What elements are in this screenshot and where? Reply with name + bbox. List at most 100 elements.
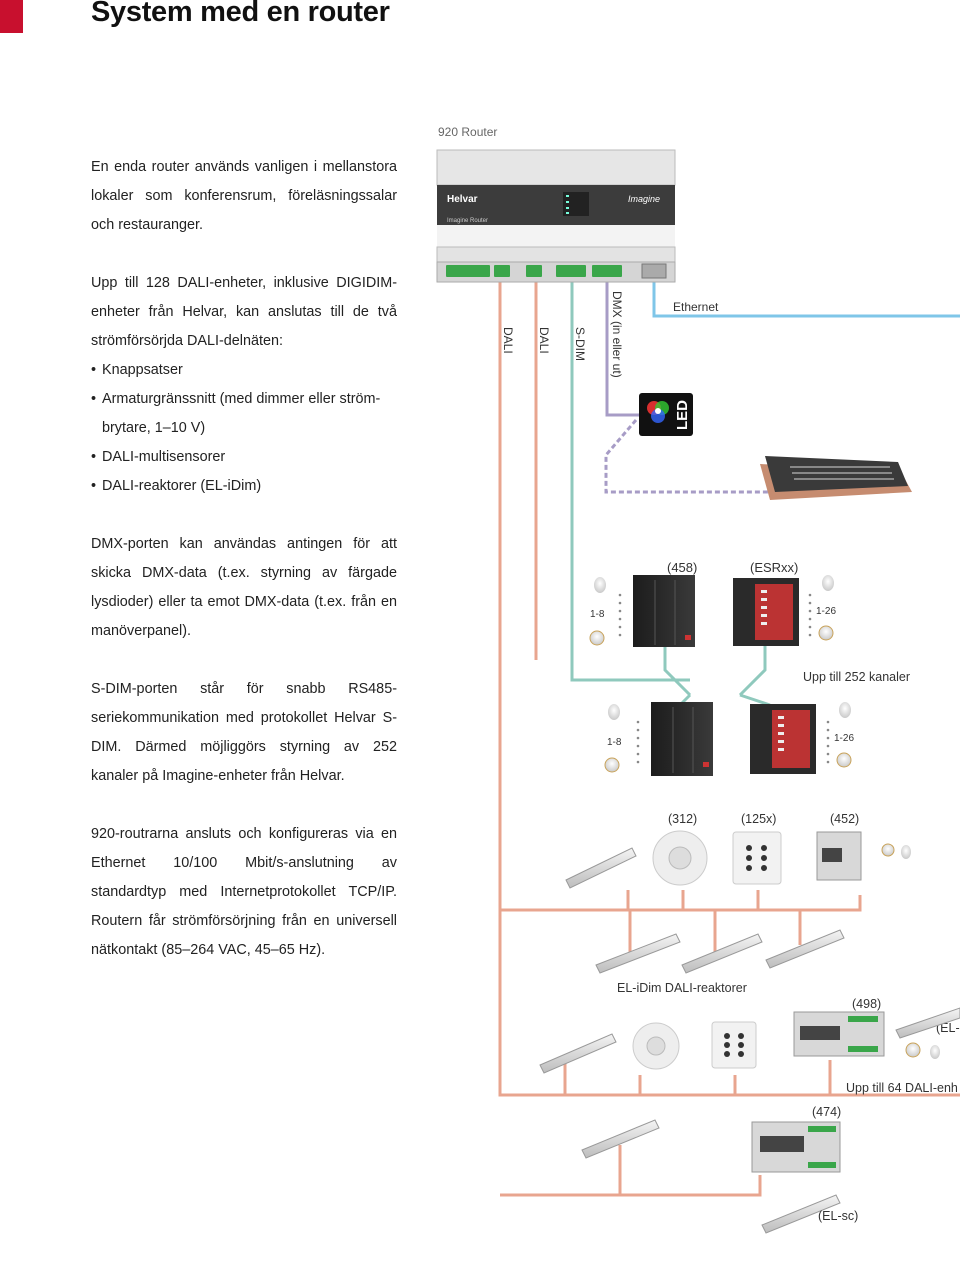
sdim-section: S-DIM-porten står för snabb RS485-seriek… bbox=[91, 675, 397, 791]
dmx-console bbox=[760, 456, 912, 500]
dali-reactor-drops bbox=[563, 910, 802, 1195]
bulbs-bottom bbox=[604, 702, 852, 773]
keypad-icon bbox=[732, 831, 782, 885]
led-label: LED bbox=[674, 400, 691, 430]
dmx-paragraph: DMX-porten kan användas antingen för att… bbox=[91, 536, 397, 639]
label-125x: (125x) bbox=[741, 812, 776, 826]
spot-bulb-icon bbox=[818, 625, 834, 641]
reactor-tube-icon bbox=[565, 847, 637, 889]
label-452: (452) bbox=[830, 812, 859, 826]
esr-door bbox=[755, 584, 793, 640]
reactor-row1 bbox=[565, 847, 637, 889]
range-1-26-bottom: 1-26 bbox=[834, 733, 854, 744]
ethernet-section: 920-routrarna ansluts och konfigureras v… bbox=[91, 820, 397, 965]
bulbs-top bbox=[589, 575, 834, 646]
bulb-icon bbox=[930, 1045, 940, 1059]
port-label-dmx: DMX (in eller ut) bbox=[610, 291, 624, 378]
label-esrxx: (ESRxx) bbox=[750, 560, 798, 575]
router-top-rail bbox=[436, 149, 676, 186]
bulb-icon bbox=[839, 702, 851, 718]
range-1-26-top: 1-26 bbox=[816, 606, 836, 617]
multisensor-row3 bbox=[632, 1022, 680, 1070]
sdim-to-458 bbox=[663, 645, 692, 697]
keypad-row3 bbox=[711, 1021, 757, 1069]
text-column: En enda router används vanligen i mellan… bbox=[91, 153, 397, 240]
dali-branch-b bbox=[626, 890, 760, 910]
console-faders bbox=[790, 466, 894, 480]
router-model: Imagine Router bbox=[447, 218, 488, 224]
bulb-icon bbox=[901, 845, 911, 859]
list-item: Knappsatser bbox=[91, 356, 397, 385]
reactor-tube-icon bbox=[765, 929, 845, 969]
dmx-wires bbox=[604, 278, 780, 494]
range-1-8-bottom: 1-8 bbox=[607, 737, 622, 748]
router-label: 920 Router bbox=[438, 125, 497, 139]
port-label-sdim: S-DIM bbox=[573, 327, 587, 361]
dali64-label: Upp till 64 DALI-enh bbox=[846, 1081, 958, 1095]
bulb-icon bbox=[594, 577, 606, 593]
esr-door bbox=[772, 710, 810, 768]
led-device: LED bbox=[639, 393, 693, 436]
label-elsc: (EL-sc) bbox=[818, 1209, 858, 1223]
reactor-tube-icon bbox=[595, 933, 681, 974]
router-brand: Helvar bbox=[447, 194, 478, 205]
sdim-paragraph: S-DIM-porten står för snabb RS485-seriek… bbox=[91, 681, 397, 784]
spot-bulb-icon bbox=[836, 752, 852, 768]
sdim-to-esrxx bbox=[738, 645, 767, 697]
spot-bulb-icon bbox=[905, 1042, 921, 1058]
module-498 bbox=[793, 1011, 940, 1059]
label-312: (312) bbox=[668, 812, 697, 826]
dimmer-cabinet bbox=[633, 575, 695, 647]
range-1-8-top: 1-8 bbox=[590, 609, 605, 620]
dali-wires bbox=[498, 278, 960, 1197]
esrxx-top bbox=[733, 578, 799, 646]
dali-branch-a bbox=[500, 895, 862, 912]
channel-dots-bottom bbox=[636, 720, 830, 764]
accent-square bbox=[0, 0, 23, 33]
spot-bulb-icon bbox=[881, 843, 895, 857]
spot-bulb-icon bbox=[589, 630, 605, 646]
list-item: Armaturgränssnitt (med dimmer eller strö… bbox=[91, 385, 397, 443]
reactor-row3 bbox=[539, 1007, 960, 1074]
channels-label: Upp till 252 kanaler bbox=[803, 670, 910, 684]
dmx-dashed bbox=[604, 419, 780, 494]
esrxx-bottom bbox=[750, 704, 816, 774]
bulb-icon bbox=[608, 704, 620, 720]
ethernet-wire bbox=[652, 278, 960, 318]
ethernet-line bbox=[652, 278, 960, 318]
router-terminals bbox=[446, 265, 622, 277]
label-458: (458) bbox=[667, 560, 697, 575]
dmx-wire bbox=[605, 278, 640, 417]
dimmer-458-top bbox=[633, 575, 695, 647]
list-item: DALI-multisensorer bbox=[91, 443, 397, 472]
reactor-row4 bbox=[581, 1119, 841, 1234]
dali-wire-1 bbox=[498, 278, 960, 1097]
dali-branch-d bbox=[500, 1175, 762, 1197]
ethernet-paragraph: 920-routrarna ansluts och konfigureras v… bbox=[91, 826, 397, 958]
dimmer-458-bottom bbox=[651, 702, 713, 776]
keypad-125x bbox=[732, 831, 782, 885]
dali-branch-c bbox=[500, 1060, 960, 1097]
channel-dots-top bbox=[618, 593, 812, 637]
router-status-leds bbox=[566, 195, 569, 214]
multisensor-312 bbox=[652, 830, 708, 886]
keypad-icon bbox=[711, 1021, 757, 1069]
intro-paragraph: En enda router används vanligen i mellan… bbox=[91, 159, 397, 233]
module-474 bbox=[751, 1121, 841, 1173]
router-logo: Imagine bbox=[628, 194, 660, 204]
port-label-dali-1: DALI bbox=[501, 327, 515, 354]
dmx-section: DMX-porten kan användas antingen för att… bbox=[91, 530, 397, 646]
dimmer-cabinet bbox=[651, 702, 713, 776]
label-498: (498) bbox=[852, 997, 881, 1011]
label-474: (474) bbox=[812, 1105, 841, 1119]
page-title: System med en router bbox=[91, 0, 390, 28]
sdim-wire bbox=[570, 278, 690, 682]
dali-device-list: Knappsatser Armaturgränssnitt (med dimme… bbox=[91, 356, 397, 501]
spot-bulb-icon bbox=[604, 757, 620, 773]
reactor-tube-icon bbox=[895, 1007, 960, 1039]
reactor-tube-icon bbox=[581, 1119, 660, 1159]
reactor-row2 bbox=[595, 929, 845, 974]
reactor-tube-icon bbox=[539, 1033, 617, 1074]
bulb-icon bbox=[822, 575, 834, 591]
